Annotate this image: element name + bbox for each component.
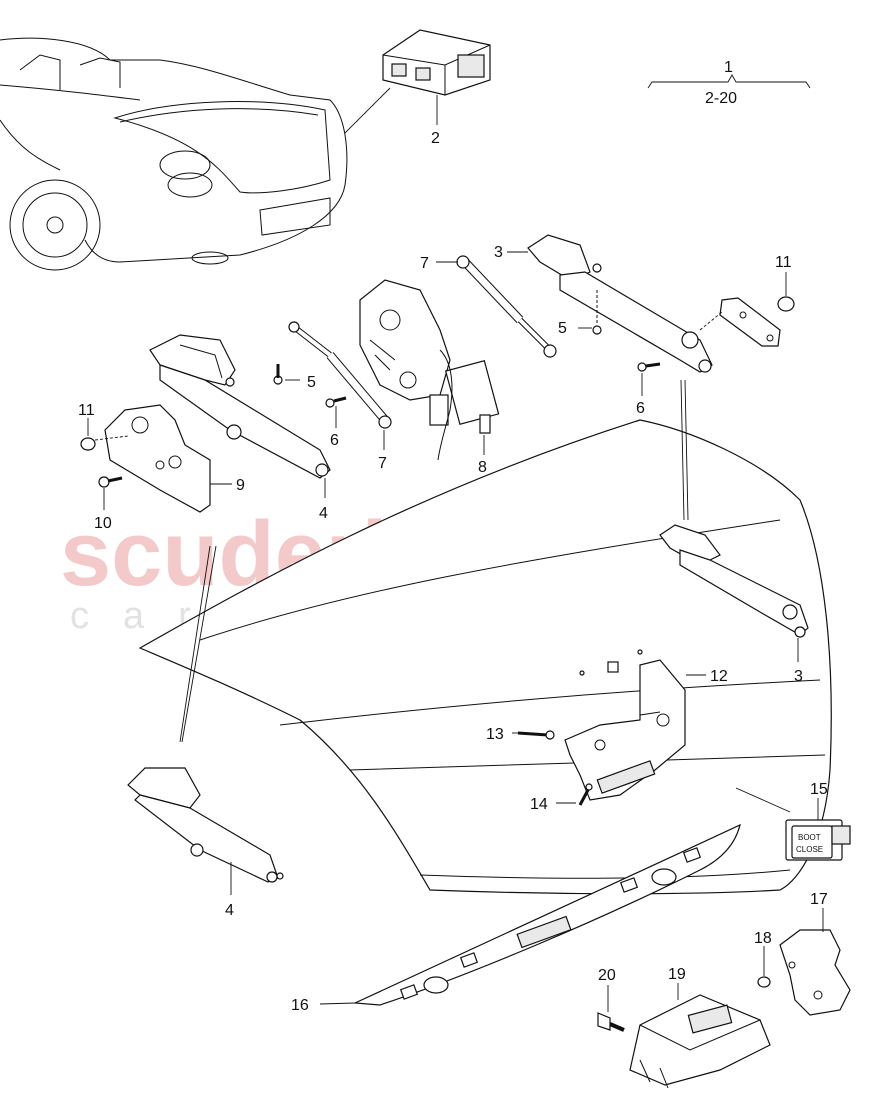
hinge-part-3-lower [659,524,809,638]
callout-3b: 3 [794,668,803,685]
callout-5a: 5 [307,374,316,391]
boot-close-button-part-15: BOOT CLOSE [785,819,851,861]
gas-strut-part-7-left [288,321,392,429]
callout-11b: 11 [775,254,792,271]
callout-11a: 11 [78,402,95,419]
callout-7a: 7 [378,455,387,472]
callout-6a: 6 [330,432,339,449]
assembly-range-callout [647,74,811,89]
callout-7b: 7 [420,255,429,272]
callout-10: 10 [94,515,112,532]
callout-20: 20 [598,967,616,984]
callout-15: 15 [810,781,828,798]
callout-16: 16 [291,997,309,1014]
trim-panel-part-16 [354,823,741,1006]
bracket-part-9 [104,404,211,513]
callout-5b: 5 [558,320,567,337]
callout-4a: 4 [319,505,328,522]
callout-17: 17 [810,891,828,908]
screw-part-5-left [273,364,283,385]
callout-3a: 3 [494,244,503,261]
hinge-part-3-upper [527,234,713,373]
callout-2: 2 [431,130,440,147]
callout-13: 13 [486,726,504,743]
nut-part-11-right [777,296,795,312]
actuator-part-19 [629,994,771,1089]
boot-lid [138,419,832,895]
screw-part-5-right [592,290,602,335]
convertible-car-illustration [0,37,348,271]
callout-6b: 6 [636,400,645,417]
callout-18: 18 [754,930,772,947]
gas-strut-part-7-right [456,255,557,358]
callout-8: 8 [478,459,487,476]
hinge-part-4-lower [127,767,284,883]
header-callout-top: 1 [724,59,733,76]
leader-car-to-2 [344,87,391,134]
screw-part-6-right [637,362,661,372]
callout-19: 19 [668,966,686,983]
callout-labels: 1 2-20 2 3 3 4 4 5 5 6 6 7 7 8 9 10 11 1… [78,59,828,1014]
control-module-part-2 [382,29,491,96]
bracket-plate-right [699,297,781,347]
latch-part-12 [564,649,686,801]
header-callout-bottom: 2-20 [705,90,737,107]
screw-part-13 [517,730,555,740]
button-label-line1: BOOT [798,833,821,842]
bracket-part-17 [779,929,851,1016]
callout-12: 12 [710,668,728,685]
nut-part-18 [757,976,771,988]
hinge-part-4-upper [149,334,331,479]
screw-part-6-left [325,396,347,408]
nut-part-11-left [80,435,129,451]
drive-motor-part-8 [359,279,500,461]
bolt-part-20 [597,1012,625,1032]
callout-14: 14 [530,796,548,813]
bolt-part-10 [98,476,123,488]
callout-4b: 4 [225,902,234,919]
button-label-line2: CLOSE [796,845,823,854]
callout-9: 9 [236,477,245,494]
screw-part-14 [578,783,593,806]
